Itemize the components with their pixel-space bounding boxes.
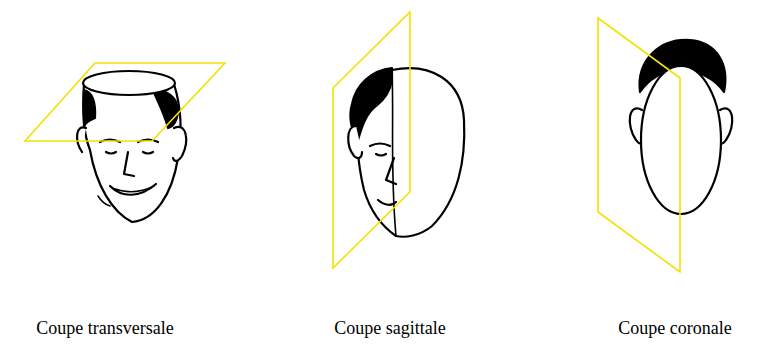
coronal-plane [598, 18, 680, 272]
section-label: Coupe coronale [618, 318, 731, 340]
section-label: Coupe transversale [36, 318, 173, 340]
transverse-head [77, 71, 186, 222]
sagittal-plane [333, 12, 410, 268]
coronal-head [630, 40, 733, 214]
transverse-plane [25, 63, 225, 141]
sagittal-head [348, 68, 464, 237]
section-label: Coupe sagittale [334, 318, 445, 340]
